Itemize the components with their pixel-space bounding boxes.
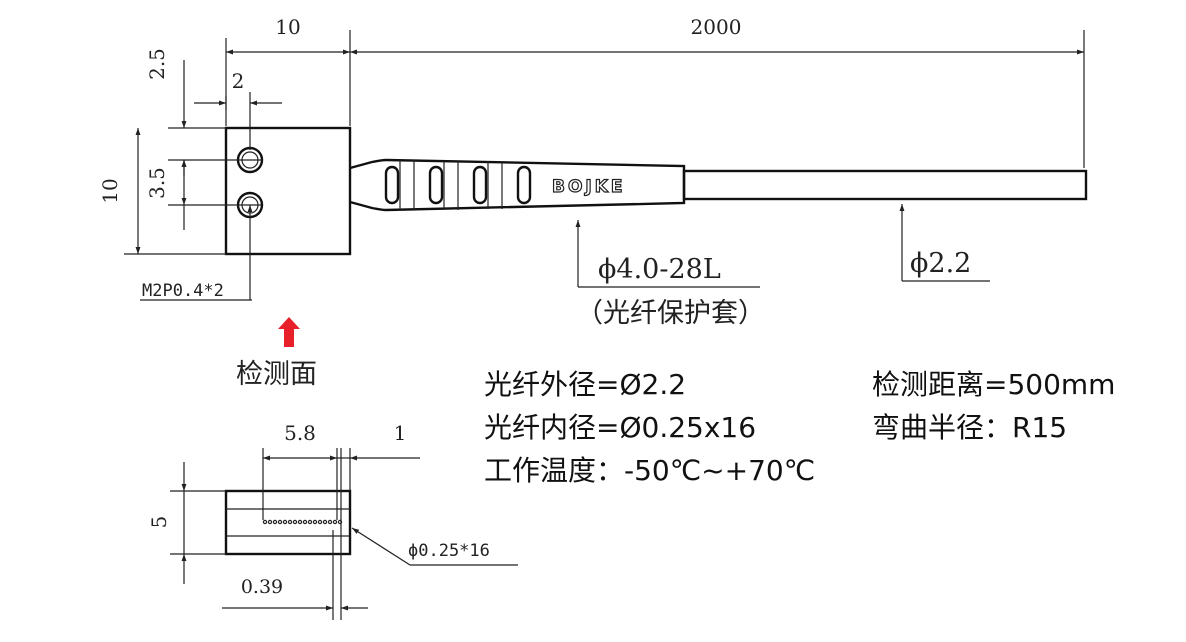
sleeve-label: （光纤保护套） bbox=[576, 298, 765, 329]
spec-bend-radius: 弯曲半径：R15 bbox=[872, 411, 1067, 444]
brand-logo: BOJKE bbox=[552, 177, 626, 197]
fiber-cable bbox=[682, 169, 1088, 201]
spec-block: 光纤外径=Ø2.2 光纤内径=Ø0.25x16 工作温度：-50℃~+70℃ 检… bbox=[484, 368, 1115, 487]
dim-left-height: 10 bbox=[98, 178, 122, 203]
sensor-face-front-view bbox=[224, 489, 352, 556]
dimension-lines-front: 5.8 1 5 0.39 ϕ0.25*16 bbox=[147, 421, 518, 620]
fiber-core-row bbox=[262, 519, 343, 525]
protective-sleeve: BOJKE bbox=[349, 158, 686, 212]
sensor-head-top-view bbox=[224, 126, 352, 256]
dimension-lines-top: 10 2000 2.5 2 10 3.5 M2P0.4*2 bbox=[98, 15, 1085, 301]
dim-slot-gap: 0.39 bbox=[241, 576, 283, 598]
spec-inner-diameter: 光纤内径=Ø0.25x16 bbox=[484, 411, 756, 444]
screw-spec: M2P0.4*2 bbox=[142, 281, 224, 301]
dim-cable-length: 2000 bbox=[691, 15, 742, 39]
dim-top-width: 10 bbox=[275, 15, 300, 39]
sensor-head-body bbox=[224, 126, 352, 256]
dim-hole-offset: 2 bbox=[232, 69, 245, 93]
detection-face-marker: 检测面 bbox=[236, 317, 317, 390]
fiber-diameter: ϕ2.2 bbox=[910, 248, 971, 279]
sleeve-diameter: ϕ4.0-28L bbox=[598, 254, 721, 285]
spec-outer-diameter: 光纤外径=Ø2.2 bbox=[484, 368, 686, 401]
spec-detection-distance: 检测距离=500mm bbox=[872, 368, 1115, 401]
red-up-arrow-icon bbox=[278, 317, 300, 347]
dim-slot-width: 5.8 bbox=[284, 421, 316, 445]
dim-hole-spacing: 3.5 bbox=[145, 167, 169, 199]
dim-slot-offset: 1 bbox=[394, 421, 407, 445]
detection-face-label: 检测面 bbox=[236, 359, 317, 390]
dim-face-height: 5 bbox=[147, 516, 171, 529]
fiber-core-spec: ϕ0.25*16 bbox=[408, 541, 490, 561]
spec-temperature: 工作温度：-50℃~+70℃ bbox=[484, 454, 815, 487]
dim-top-offset: 2.5 bbox=[145, 48, 169, 80]
sleeve-fiber-leaders: ϕ4.0-28L （光纤保护套） ϕ2.2 bbox=[575, 204, 990, 329]
sensor-face-body bbox=[224, 489, 352, 556]
